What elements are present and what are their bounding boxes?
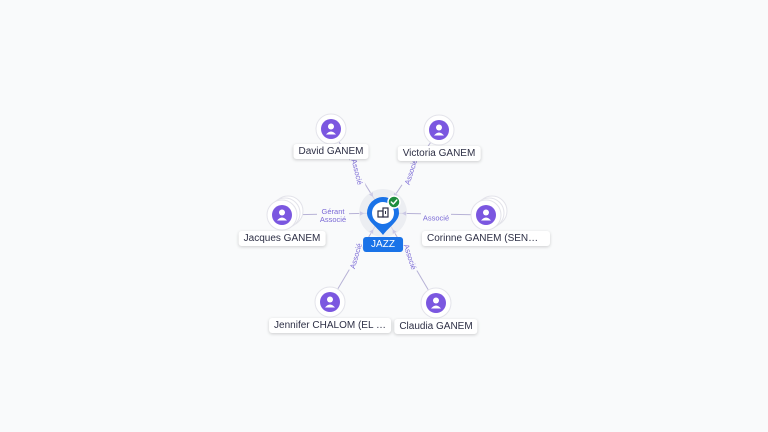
- edge-label-bg: [349, 156, 366, 188]
- person-node-david[interactable]: [315, 113, 347, 145]
- person-icon-body: [431, 305, 441, 309]
- person-icon-head: [436, 124, 442, 131]
- person-label-jacques[interactable]: Jacques GANEM: [238, 231, 326, 246]
- person-icon-head: [433, 297, 439, 304]
- edge-relation-label: Associé: [403, 158, 420, 186]
- person-node-corinne[interactable]: [470, 195, 508, 231]
- person-icon-body: [325, 304, 335, 308]
- edge-relation-label: Associé: [423, 214, 449, 223]
- person-label-claudia[interactable]: Claudia GANEM: [394, 319, 478, 334]
- person-icon-head: [327, 296, 333, 303]
- building-icon: [377, 207, 389, 218]
- edge-label-bg: [347, 240, 364, 272]
- edge-label-bg: [317, 207, 349, 223]
- person-label-victoria[interactable]: Victoria GANEM: [397, 146, 481, 161]
- edge-relation-label: Associé: [349, 158, 364, 186]
- person-label-jennifer[interactable]: Jennifer CHALOM (EL …: [269, 318, 391, 333]
- person-node-victoria[interactable]: [423, 114, 455, 146]
- nodes: [266, 113, 508, 319]
- person-icon-body: [277, 217, 287, 221]
- person-node-jennifer[interactable]: [314, 286, 346, 318]
- person-icon-body: [434, 132, 444, 136]
- edge-label-jennifer: Associé: [347, 240, 364, 272]
- edge-label-david: Associé: [349, 156, 366, 188]
- edge-label-bg: [401, 156, 420, 188]
- edge-label-corinne: Associé: [421, 213, 451, 223]
- person-icon-body: [481, 217, 491, 221]
- check-icon: [387, 195, 401, 209]
- person-icon-body: [326, 131, 336, 135]
- edge-label-bg: [421, 213, 451, 222]
- edge-relation-label: Associé: [348, 242, 364, 270]
- edge-relation-label: Associé: [402, 243, 419, 271]
- person-icon-head: [483, 209, 489, 216]
- person-node-jacques[interactable]: [266, 195, 304, 231]
- edge-label-bg: [401, 241, 420, 273]
- edge-relation-label: Gérant: [322, 207, 346, 216]
- company-node[interactable]: [359, 189, 407, 237]
- person-label-corinne[interactable]: Corinne GANEM (SENOU…: [422, 231, 550, 246]
- person-node-claudia[interactable]: [420, 287, 452, 319]
- edge-label-claudia: Associé: [401, 241, 420, 273]
- person-label-david[interactable]: David GANEM: [293, 144, 369, 159]
- person-icon-head: [279, 209, 285, 216]
- edge-relation-label: Associé: [320, 215, 346, 224]
- person-icon-head: [328, 123, 334, 130]
- company-label[interactable]: JAZZ: [363, 237, 403, 252]
